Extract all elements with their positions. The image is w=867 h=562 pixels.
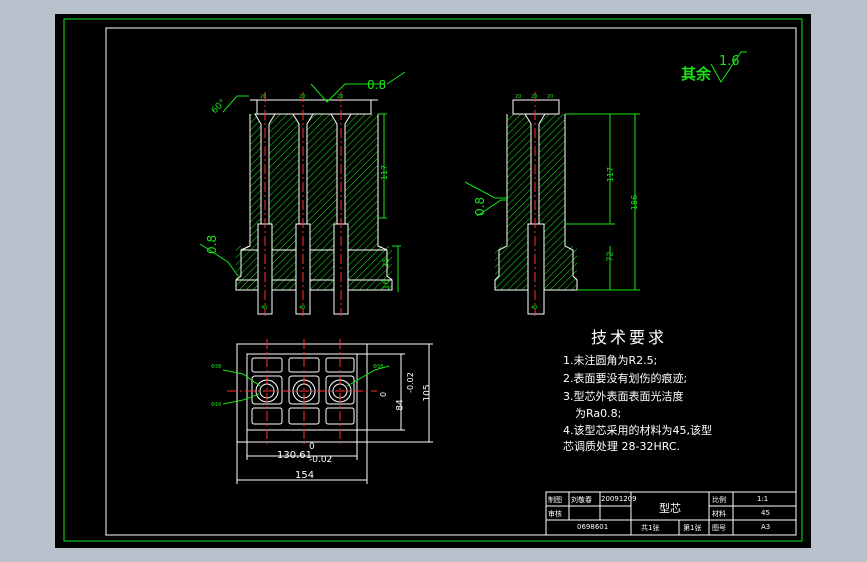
sheet-inner-border bbox=[105, 27, 797, 536]
tb-drawn-name: 刘敬春 bbox=[571, 496, 592, 504]
top-view bbox=[222, 339, 433, 484]
front-bottom-width-1: 40 bbox=[261, 305, 268, 311]
tb-drawing-number: 0698601 bbox=[577, 523, 609, 531]
side-dim-117: 117 bbox=[606, 166, 616, 183]
requirements-title: 技术要求 bbox=[591, 328, 668, 347]
tb-paper-label: 图号 bbox=[712, 524, 726, 532]
tb-drawn-date: 20091209 bbox=[601, 495, 637, 503]
tb-paper-value: A3 bbox=[761, 523, 771, 531]
front-dim-35: 35 bbox=[381, 257, 391, 268]
tb-material-label: 材料 bbox=[712, 510, 726, 518]
front-view bbox=[199, 71, 406, 316]
engineering-drawing bbox=[63, 18, 803, 542]
roughness-side: 0.8 bbox=[473, 196, 487, 216]
top-outer-plate bbox=[236, 343, 368, 443]
roughness-default-value: 1.6 bbox=[719, 54, 740, 69]
top-dim-width-tol-upper: 0 bbox=[309, 442, 315, 452]
top-dim-width-main: 130.61 bbox=[277, 450, 312, 461]
top-inner-plate bbox=[246, 353, 358, 431]
side-view bbox=[464, 92, 640, 316]
requirement-4b: 芯调质处理 28-32HRC. bbox=[563, 440, 681, 453]
top-label-right: Φ38 bbox=[373, 364, 384, 370]
roughness-front-left: 0.8 bbox=[205, 234, 219, 254]
side-bore-lower bbox=[527, 223, 545, 315]
front-top-width-1: 20 bbox=[260, 94, 267, 100]
front-top-width-2: 20 bbox=[299, 94, 306, 100]
tb-material-value: 45 bbox=[761, 509, 770, 517]
tb-checked-label: 审核 bbox=[548, 510, 562, 518]
top-dim-height-tol-upper: 0 bbox=[379, 391, 389, 398]
tb-part-name: 型芯 bbox=[659, 502, 681, 515]
side-dim-72: 72 bbox=[605, 251, 615, 262]
side-top-width-2: 20 bbox=[531, 94, 538, 100]
side-top-width-3: 20 bbox=[547, 94, 554, 100]
side-top-tabs bbox=[512, 99, 560, 115]
side-dim-186: 186 bbox=[630, 194, 640, 211]
requirement-3b: 为Ra0.8; bbox=[575, 407, 622, 420]
top-label-left-a: Φ38 bbox=[211, 364, 222, 370]
top-dim-width-tol-lower: -0.02 bbox=[309, 455, 333, 465]
tb-drawn-label: 制图 bbox=[548, 496, 562, 504]
roughness-front-top: 0.8 bbox=[367, 78, 387, 92]
top-label-left-b: Φ16 bbox=[211, 402, 222, 408]
top-dim-height-tol-lower: -0.02 bbox=[405, 372, 415, 393]
requirement-2: 2.表面要没有划伤的痕迹; bbox=[563, 372, 688, 385]
front-top-tabs bbox=[256, 99, 372, 115]
front-outline bbox=[235, 114, 393, 291]
front-dim-16: 16 bbox=[381, 279, 391, 290]
roughness-default-symbol bbox=[710, 51, 747, 83]
roughness-default-label: 其余 bbox=[681, 65, 712, 83]
requirement-1: 1.未注圆角为R2.5; bbox=[563, 354, 658, 367]
front-bottom-width-2: 40 bbox=[299, 305, 306, 311]
title-block-grid bbox=[545, 491, 797, 536]
front-dim-117: 117 bbox=[380, 164, 390, 181]
sheet-outer-border bbox=[63, 18, 803, 542]
side-bottom-width: 40 bbox=[531, 305, 538, 311]
tb-sheets-total: 共1张 bbox=[641, 524, 660, 532]
top-dim-height-total: 105 bbox=[422, 384, 433, 402]
tb-scale-label: 比例 bbox=[712, 496, 726, 504]
tb-sheet-number: 第1张 bbox=[683, 524, 702, 532]
front-top-width-3: 20 bbox=[337, 94, 344, 100]
requirement-4: 4.该型芯采用的材料为45,该型 bbox=[563, 424, 712, 437]
top-dim-width-total: 154 bbox=[295, 470, 315, 481]
top-dim-height: 84 bbox=[395, 399, 406, 411]
requirement-3: 3.型芯外表面表面光洁度 bbox=[563, 390, 684, 403]
tb-scale-value: 1:1 bbox=[757, 495, 769, 503]
side-top-width-1: 20 bbox=[515, 94, 522, 100]
cad-viewport[interactable]: 其余 1.6 0.8 0.8 0.8 60° 117 35 16 20 20 2… bbox=[55, 14, 811, 548]
